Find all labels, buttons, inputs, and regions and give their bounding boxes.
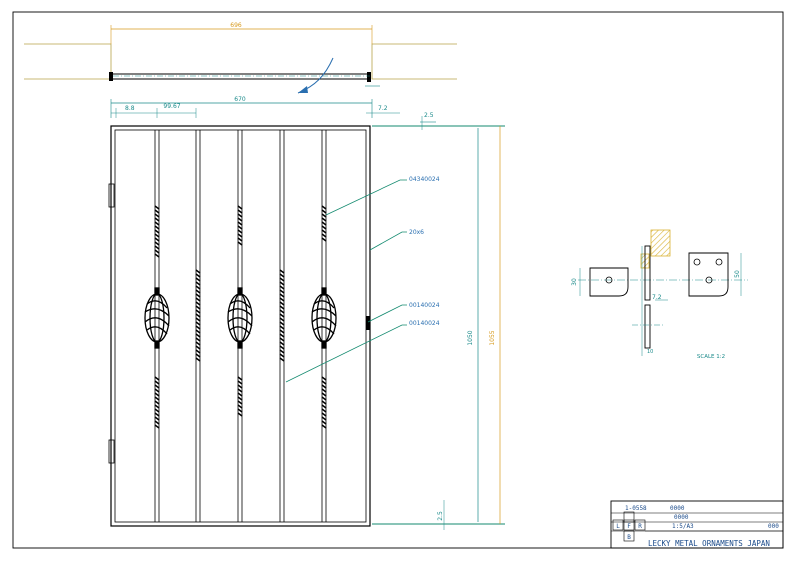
dim-frame-height-text: 1050 [467,330,474,345]
wall-right [371,43,457,80]
detail-dim-50: 50 [734,270,741,278]
detail-plate-right [688,252,729,297]
title-field-2: 0000 [674,514,689,521]
dim-frame-width-text: 670 [234,96,246,103]
title-view-f: F [627,523,631,530]
dim-vertical: 1050 1055 2.5 2.5 [372,112,505,530]
plan-view [24,43,457,94]
dim-opening-width-text: 696 [230,22,242,29]
dim-bottom-gap-text: 2.5 [437,511,444,521]
detail-pin-lower [644,304,651,349]
twist-sections [154,205,327,429]
dim-right-offset-text: 7.2 [378,105,388,112]
callout-part-a: 04340024 [409,176,440,183]
detail-plate-left [589,267,629,297]
basket-ornament-right [311,287,337,349]
basket-ornament-left [144,287,170,349]
dim-top-gap-text: 2.5 [424,112,434,119]
title-field-1: 0000 [670,505,685,512]
detail-dim-7-2: 7.2 [652,294,662,301]
dim-left-offset-text: 8.8 [125,105,135,112]
callout-part-c: 00140024 [409,320,440,327]
detail-post-hatch [650,229,671,257]
detail-scale-text: SCALE 1:2 [697,354,725,360]
detail-hole-top-left [693,258,701,266]
dim-opening-height-text: 1055 [489,330,496,345]
dim-sub-row: 8.8 99.67 7.2 [111,103,400,118]
door-plan-bar [110,73,371,80]
straight-bars [154,130,327,522]
dim-frame-width: 670 [110,96,373,118]
title-drawing-no: 1-0558 [625,505,647,512]
swing-arrow [297,57,334,94]
dim-bar-spacing-text: 99.67 [163,103,180,110]
callout-frame-size: 20x6 [409,229,424,236]
inner-frame [114,129,367,523]
title-block: L F R B 1-0558 0000 0000 1:5/A3 000 LECK… [610,500,784,549]
hinge-bottom [108,439,115,464]
detail-hole-bottom [705,276,713,284]
detail-pin [644,245,651,301]
sheet-border [12,11,784,549]
latch [366,316,370,330]
detail-hole-top-right [715,258,723,266]
title-view-l: L [616,523,620,530]
wall-left [24,43,112,80]
detail-hole-left [605,276,613,284]
detail-dim-30: 30 [571,278,578,286]
hinge-left [109,72,113,81]
title-view-r: R [638,523,642,530]
dim-opening-width: 696 [110,22,373,44]
detail-view: 30 7.2 10 50 SCALE 1:2 [571,229,748,360]
callout-leaders [285,179,407,383]
title-view-b: B [627,534,631,541]
callout-part-b: 00140024 [409,302,440,309]
title-company: LECKY METAL ORNAMENTS JAPAN [648,539,770,548]
hinge-top [108,183,115,208]
title-field-3: 000 [768,523,779,530]
door-elevation [108,125,371,527]
swing-arrow-head [298,86,308,93]
detail-dim-small: 10 [647,349,653,355]
title-scale-value: 1:5/A3 [672,523,694,530]
hinge-right [367,72,371,82]
basket-ornament-center [227,287,253,349]
